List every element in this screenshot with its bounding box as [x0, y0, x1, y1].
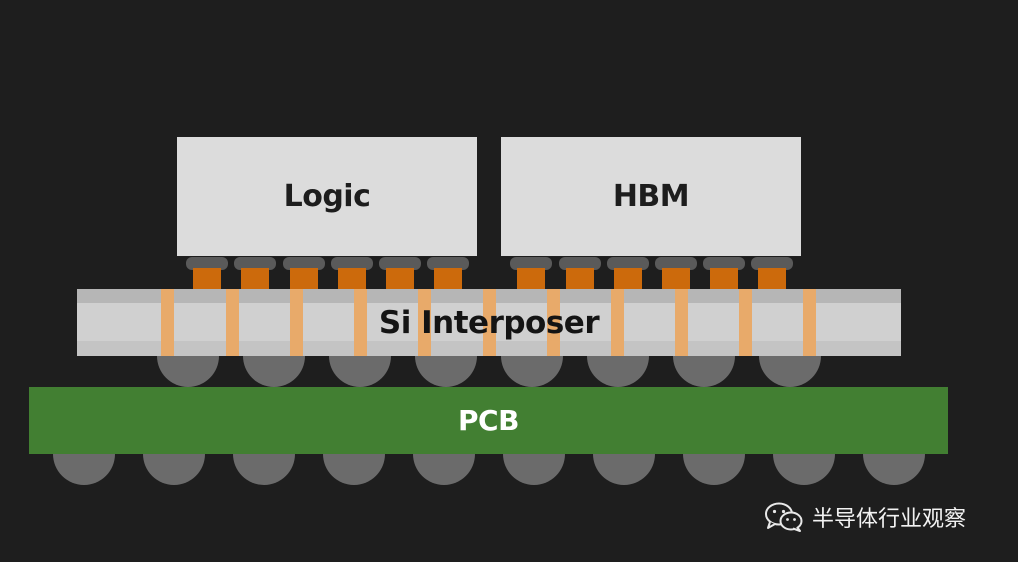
microbump	[510, 257, 552, 270]
microbump	[662, 268, 690, 289]
logic-die: Logic	[177, 137, 477, 256]
tsv	[226, 289, 239, 356]
microbump	[186, 257, 228, 270]
tsv	[483, 289, 496, 356]
microbump	[331, 257, 373, 270]
microbump	[758, 268, 786, 289]
microbump	[434, 268, 462, 289]
pcb-label: PCB	[458, 404, 519, 437]
watermark: 半导体行业观察	[764, 500, 966, 534]
microbump	[710, 268, 738, 289]
microbump	[193, 268, 221, 289]
microbump	[703, 257, 745, 270]
logic-label: Logic	[283, 179, 371, 214]
microbump	[751, 257, 793, 270]
microbump	[517, 268, 545, 289]
microbump	[234, 257, 276, 270]
tsv	[739, 289, 752, 356]
tsv	[290, 289, 303, 356]
tsv	[354, 289, 367, 356]
watermark-text: 半导体行业观察	[812, 507, 967, 532]
microbump	[559, 257, 601, 270]
pcb-substrate: PCB	[29, 387, 948, 454]
microbump	[427, 257, 469, 270]
hbm-die: HBM	[501, 137, 801, 256]
microbump	[283, 257, 325, 270]
microbump	[338, 268, 366, 289]
tsv	[675, 289, 688, 356]
microbump	[241, 268, 269, 289]
wechat-icon	[765, 502, 803, 532]
tsv	[161, 289, 174, 356]
microbump	[386, 268, 414, 289]
microbump	[614, 268, 642, 289]
microbump	[607, 257, 649, 270]
hbm-label: HBM	[612, 179, 690, 214]
microbump	[566, 268, 594, 289]
tsv	[547, 289, 560, 356]
interposer-label: Si Interposer	[378, 304, 600, 341]
microbump	[290, 268, 318, 289]
microbump	[379, 257, 421, 270]
tsv	[611, 289, 624, 356]
interposer-label-box: Si Interposer	[77, 289, 901, 356]
tsv	[803, 289, 816, 356]
microbump	[655, 257, 697, 270]
tsv	[418, 289, 431, 356]
